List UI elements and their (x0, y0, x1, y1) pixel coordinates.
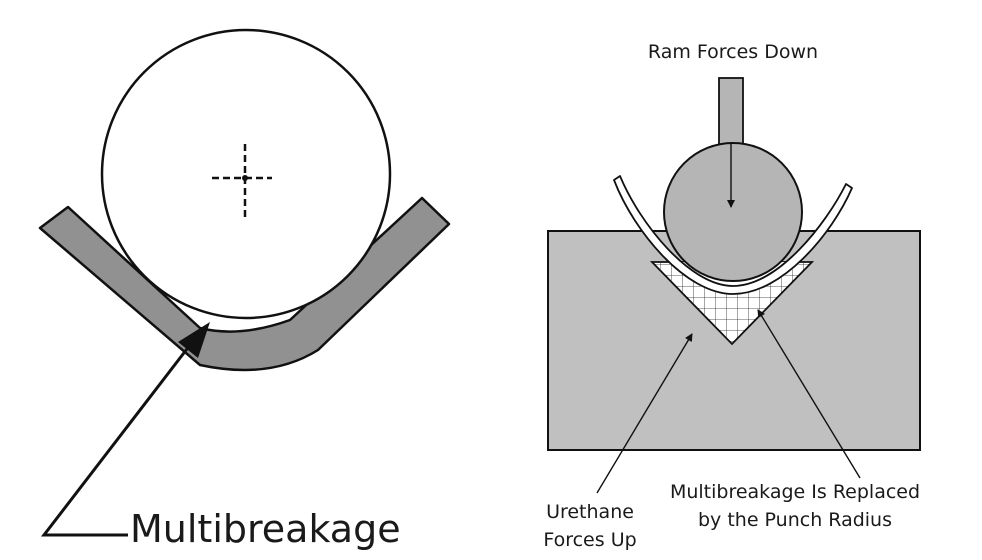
punch-circle (100, 28, 392, 320)
urethane-pointer (596, 333, 693, 494)
center-crosshair (212, 144, 272, 220)
urethane-label-line2: Forces Up (543, 529, 636, 551)
urethane-label-line1: Urethane (546, 501, 634, 523)
right-panel: Ram Forces Down Urethane Forces Up Multi… (543, 41, 921, 551)
bent-sheet (38, 196, 451, 372)
punch (663, 142, 803, 282)
multibreakage-pointer (40, 322, 210, 537)
formed-sheet (613, 175, 853, 295)
replaced-pointer (757, 309, 861, 479)
replaced-label-line1: Multibreakage Is Replaced (670, 481, 920, 503)
ram-label: Ram Forces Down (648, 41, 818, 63)
replaced-label-line2: by the Punch Radius (698, 509, 892, 531)
left-panel: Multibreakage (38, 28, 451, 551)
multibreakage-label: Multibreakage (130, 507, 401, 551)
